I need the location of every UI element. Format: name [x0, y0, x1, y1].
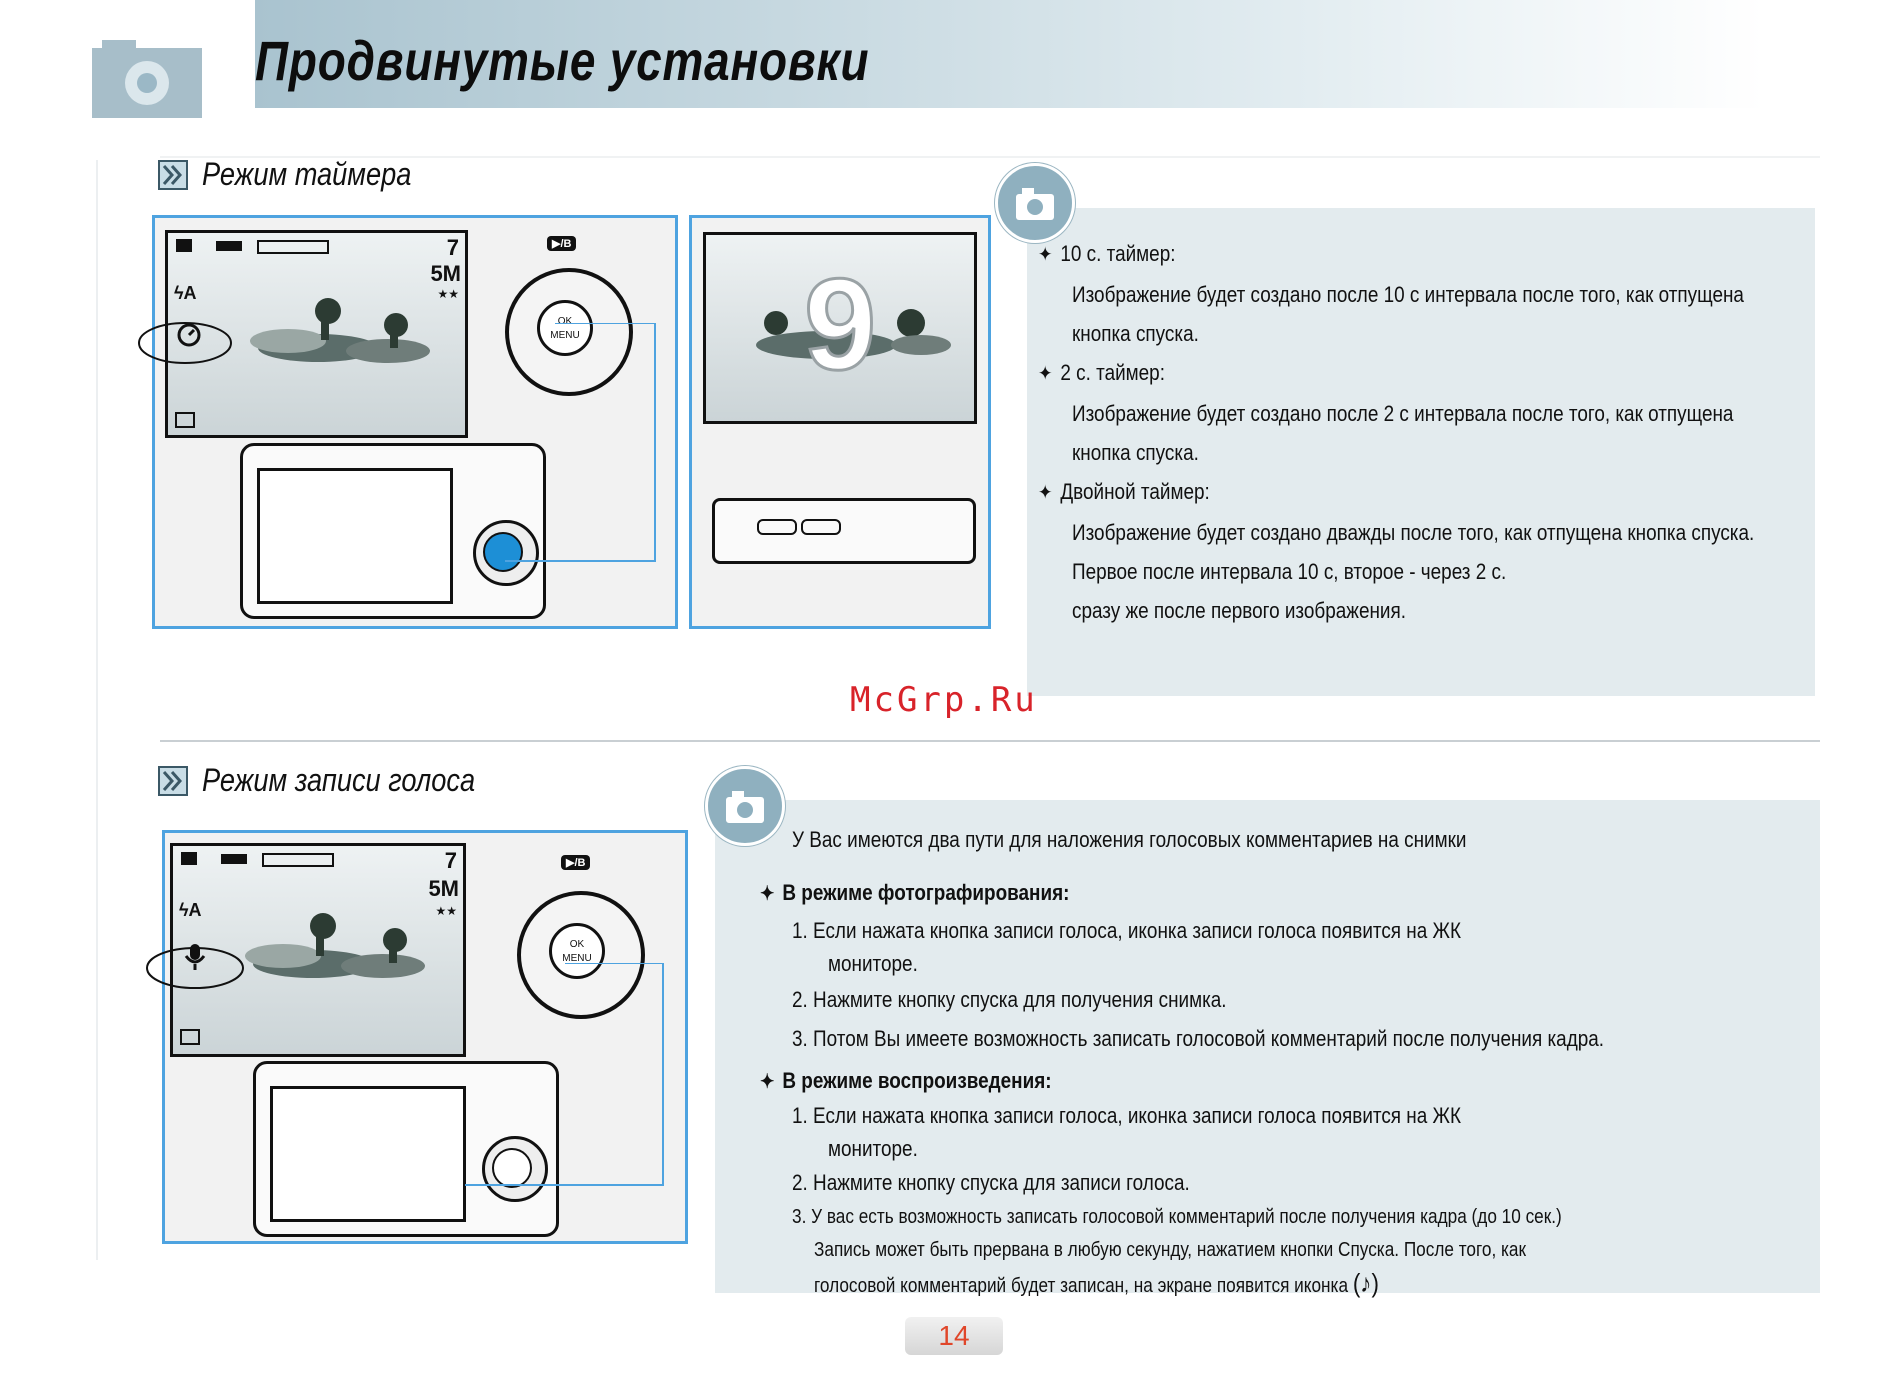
watermark: McGrp.Ru — [850, 680, 1038, 720]
play-step-2: 2. Нажмите кнопку спуска для записи голо… — [792, 1170, 1190, 1195]
timer-double-line1: Изображение будет создано дважды после т… — [1072, 520, 1755, 545]
quality-stars: ★★ — [437, 287, 459, 301]
voice-note-icon: (♪) — [1352, 1268, 1379, 1298]
duck-scene — [756, 309, 951, 359]
double-chevron-icon — [158, 765, 188, 796]
ok-button — [492, 1148, 532, 1188]
timer-section-title: Режим таймера — [202, 156, 412, 192]
play-step-3: 3. У вас есть возможность записать голос… — [792, 1206, 1562, 1228]
timer-double-line2: Первое после интервала 10 с, второе - че… — [1072, 559, 1507, 584]
timer-double-line3: сразу же после первого изображения. — [1072, 598, 1407, 623]
page-number: 14 — [905, 1317, 1003, 1355]
double-chevron-icon — [158, 159, 188, 190]
timer-2s-title: ✦2 с. таймер: — [1038, 360, 1165, 385]
camera-top-view — [712, 498, 976, 564]
shots-count: 7 — [444, 848, 457, 873]
camera-badge-icon — [995, 163, 1075, 243]
play-step-1-cont: мониторе. — [828, 1136, 918, 1161]
resolution-label: 5M — [428, 876, 459, 901]
timer-info-text: ✦10 с. таймер: Изображение будет создано… — [1038, 234, 1865, 630]
timer-highlight-ellipse — [138, 322, 232, 364]
page-title: Продвинутые установки — [255, 29, 870, 92]
photo-mode-title: ✦В режиме фотографирования: — [760, 880, 1070, 905]
voice-info-panel — [715, 800, 1820, 1293]
timer-10s-line1: Изображение будет создано после 10 с инт… — [1072, 282, 1744, 307]
voice-info-text: У Вас имеются два пути для наложения гол… — [760, 820, 1736, 1303]
voice-highlight-ellipse — [146, 947, 244, 989]
photo-step-1: 1. Если нажата кнопка записи голоса, ико… — [792, 918, 1462, 943]
flash-auto-icon: ϟA — [179, 900, 202, 920]
self-timer-icon — [177, 323, 201, 347]
play-mode-title: ✦В режиме воспроизведения: — [760, 1068, 1052, 1093]
timer-section-heading: Режим таймера — [158, 156, 448, 193]
camera-back — [253, 1061, 559, 1237]
voice-intro: У Вас имеются два пути для наложения гол… — [792, 827, 1467, 852]
resolution-label: 5M — [430, 261, 461, 286]
timer-2s-line1: Изображение будет создано после 2 с инте… — [1072, 401, 1734, 426]
timer-info-panel — [1027, 208, 1815, 696]
camera-display — [270, 1086, 466, 1222]
play-step-3-cont: Запись может быть прервана в любую секун… — [814, 1239, 1526, 1261]
play-mode-button: ▶/B — [547, 236, 577, 251]
voice-section-heading: Режим записи голоса — [158, 762, 523, 799]
camera-display — [257, 468, 453, 604]
callout-lines — [465, 963, 664, 1186]
quality-stars: ★★ — [435, 904, 457, 918]
play-step-1: 1. Если нажата кнопка записи голоса, ико… — [792, 1103, 1462, 1128]
header-bar — [255, 0, 1765, 108]
play-step-3-end: голосовой комментарий будет записан, на … — [814, 1268, 1379, 1298]
section-divider — [160, 740, 1820, 742]
timer-2s-line2: кнопка спуска. — [1072, 440, 1199, 465]
camera-icon — [92, 38, 202, 118]
frame-line-top — [160, 156, 1820, 158]
photo-step-1-cont: мониторе. — [828, 951, 918, 976]
ok-button — [483, 532, 523, 572]
shutter-button — [757, 519, 797, 535]
duck-scene — [180, 852, 425, 1045]
flash-auto-icon: ϟA — [174, 283, 197, 303]
lcd-screen: 7 5M ★★ ϟA — [165, 230, 468, 438]
timer-10s-line2: кнопка спуска. — [1072, 321, 1199, 346]
duck-scene — [175, 239, 430, 428]
countdown-number: 9 — [802, 250, 877, 399]
countdown-screen: 9 — [703, 232, 977, 424]
callout-lines — [505, 323, 656, 562]
power-button — [801, 519, 841, 535]
frame-line-left — [96, 160, 98, 1260]
camera-badge-icon — [705, 766, 785, 846]
photo-step-2: 2. Нажмите кнопку спуска для получения с… — [792, 987, 1227, 1012]
timer-double-title: ✦Двойной таймер: — [1038, 479, 1210, 504]
play-mode-button: ▶/B — [561, 855, 591, 870]
shots-count: 7 — [446, 235, 459, 260]
voice-section-title: Режим записи голоса — [202, 762, 476, 798]
timer-10s-title: ✦10 с. таймер: — [1038, 241, 1176, 266]
countdown-illustration: 9 — [689, 215, 991, 629]
photo-step-3: 3. Потом Вы имеете возможность записать … — [792, 1026, 1605, 1051]
camera-back — [240, 443, 546, 619]
